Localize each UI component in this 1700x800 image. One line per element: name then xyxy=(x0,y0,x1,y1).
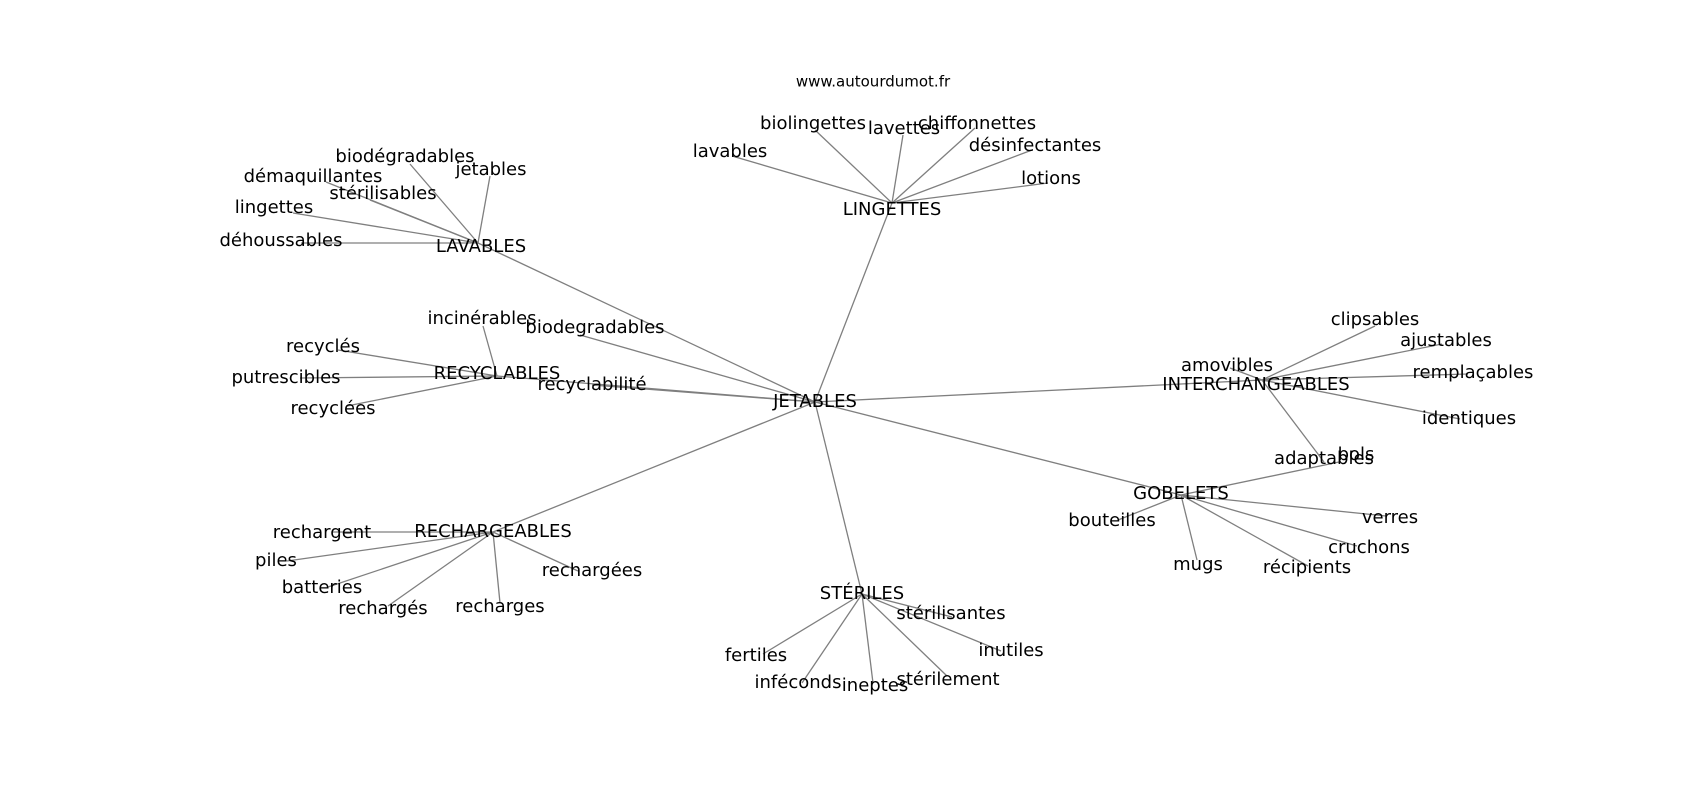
edge-center-to-hub xyxy=(814,202,893,403)
edge-hub-to-word xyxy=(1261,379,1461,420)
word-node: recyclabilité xyxy=(537,374,646,395)
edge-hub-to-word xyxy=(814,129,893,204)
edge-center-to-word xyxy=(591,384,816,403)
edge-hub-to-word xyxy=(369,199,479,244)
word-node: remplaçables xyxy=(1413,362,1534,383)
word-node: chiffonnettes xyxy=(918,113,1036,134)
word-node: batteries xyxy=(282,577,363,598)
word-node: bouteilles xyxy=(1068,510,1155,531)
edge-center-to-hub xyxy=(814,401,1182,496)
hub-node: RECYCLABLES xyxy=(434,363,561,384)
edge-hub-to-word xyxy=(861,593,948,677)
edge-hub-to-word xyxy=(292,212,479,244)
edge-hub-to-word xyxy=(1180,494,1198,561)
source-url: www.autourdumot.fr xyxy=(796,73,951,91)
edge-hub-to-word xyxy=(1261,343,1443,381)
edge-hub-to-word xyxy=(1229,367,1263,381)
word-node: adaptables xyxy=(1274,448,1374,469)
word-node: stérilisables xyxy=(329,183,436,204)
edge-hub-to-word xyxy=(731,155,893,204)
edge-hub-to-word xyxy=(1180,494,1309,567)
edge-hub-to-word xyxy=(1261,379,1325,463)
edge-center-to-hub xyxy=(492,401,816,533)
edge-hub-to-word xyxy=(891,127,976,204)
edge-hub-to-word xyxy=(286,531,494,562)
edge-hub-to-word xyxy=(861,593,874,684)
edge-hub-to-word xyxy=(1180,494,1358,547)
word-node: rechargées xyxy=(542,560,642,581)
edge-hub-to-word xyxy=(1180,461,1340,496)
edge-hub-to-word xyxy=(492,531,501,604)
word-node: stérilisantes xyxy=(896,603,1005,624)
word-node: récipients xyxy=(1263,557,1351,578)
edge-hub-to-word xyxy=(387,531,494,607)
word-node: identiques xyxy=(1422,408,1516,429)
edge-hub-to-word xyxy=(1261,373,1469,381)
hub-node: GOBELETS xyxy=(1133,483,1229,504)
edge-hub-to-word xyxy=(409,163,479,244)
word-node: ajustables xyxy=(1400,330,1492,351)
word-node: jetables xyxy=(454,159,526,180)
word-node: inféconds xyxy=(755,672,842,693)
word-node: cruchons xyxy=(1328,537,1410,558)
edge-center-to-hub xyxy=(814,401,863,595)
word-node: mugs xyxy=(1173,554,1223,575)
hub-node: INTERCHANGEABLES xyxy=(1162,374,1349,395)
word-node: lingettes xyxy=(235,197,313,218)
edge-hub-to-word xyxy=(762,593,863,655)
word-node: verres xyxy=(1362,507,1418,528)
word-node: démaquillantes xyxy=(244,166,383,187)
center-node: JETABLES xyxy=(772,391,857,412)
word-node: biodégradables xyxy=(335,146,474,167)
word-node: stérilement xyxy=(896,669,999,690)
edge-hub-to-word xyxy=(299,375,498,379)
word-node: clipsables xyxy=(1331,309,1420,330)
word-node: rechargés xyxy=(338,598,427,619)
edge-hub-to-word xyxy=(861,593,953,618)
hub-node: RECHARGEABLES xyxy=(414,521,572,542)
word-node: lotions xyxy=(1021,168,1081,189)
word-node: fertiles xyxy=(725,645,787,666)
word-node: déhoussables xyxy=(220,230,343,251)
word-node: désinfectantes xyxy=(969,135,1102,156)
word-node: incinérables xyxy=(427,308,536,329)
edge-hub-to-word xyxy=(1261,325,1376,381)
edge-center-to-hub xyxy=(477,242,816,403)
edge-hub-to-word xyxy=(327,531,494,588)
edge-hub-to-word xyxy=(477,175,491,244)
edge-center-to-word xyxy=(579,334,816,403)
word-node: bols xyxy=(1338,444,1375,465)
word-node: biodegradables xyxy=(525,317,664,338)
edge-hub-to-word xyxy=(891,149,1033,204)
edge-hub-to-word xyxy=(346,375,498,407)
word-node: ineptes xyxy=(842,675,908,696)
hub-node: LAVABLES xyxy=(436,236,526,257)
edge-hub-to-word xyxy=(1117,494,1182,521)
edge-hub-to-word xyxy=(801,593,863,684)
edge-hub-to-word xyxy=(482,325,498,377)
edge-center-to-hub xyxy=(814,379,1263,403)
word-node: recyclées xyxy=(290,398,375,419)
edge-hub-to-word xyxy=(337,349,498,377)
edge-hub-to-word xyxy=(891,182,1049,204)
word-node: piles xyxy=(255,550,297,571)
word-node: rechargent xyxy=(273,522,371,543)
word-node: inutiles xyxy=(978,640,1043,661)
word-node: recharges xyxy=(455,596,544,617)
word-node: lavettes xyxy=(868,118,940,139)
word-node: lavables xyxy=(693,141,768,162)
hub-node: LINGETTES xyxy=(843,199,942,220)
word-node: biolingettes xyxy=(760,113,866,134)
graph-edges xyxy=(286,127,1469,684)
word-node: amovibles xyxy=(1181,355,1273,376)
edge-hub-to-word xyxy=(492,531,579,572)
hub-node: STÉRILES xyxy=(820,582,904,604)
edge-hub-to-word xyxy=(891,134,904,204)
edge-hub-to-word xyxy=(861,593,1002,652)
edge-hub-to-word xyxy=(1180,494,1387,517)
word-node: putrescibles xyxy=(231,367,340,388)
word-node: recyclés xyxy=(286,336,360,357)
